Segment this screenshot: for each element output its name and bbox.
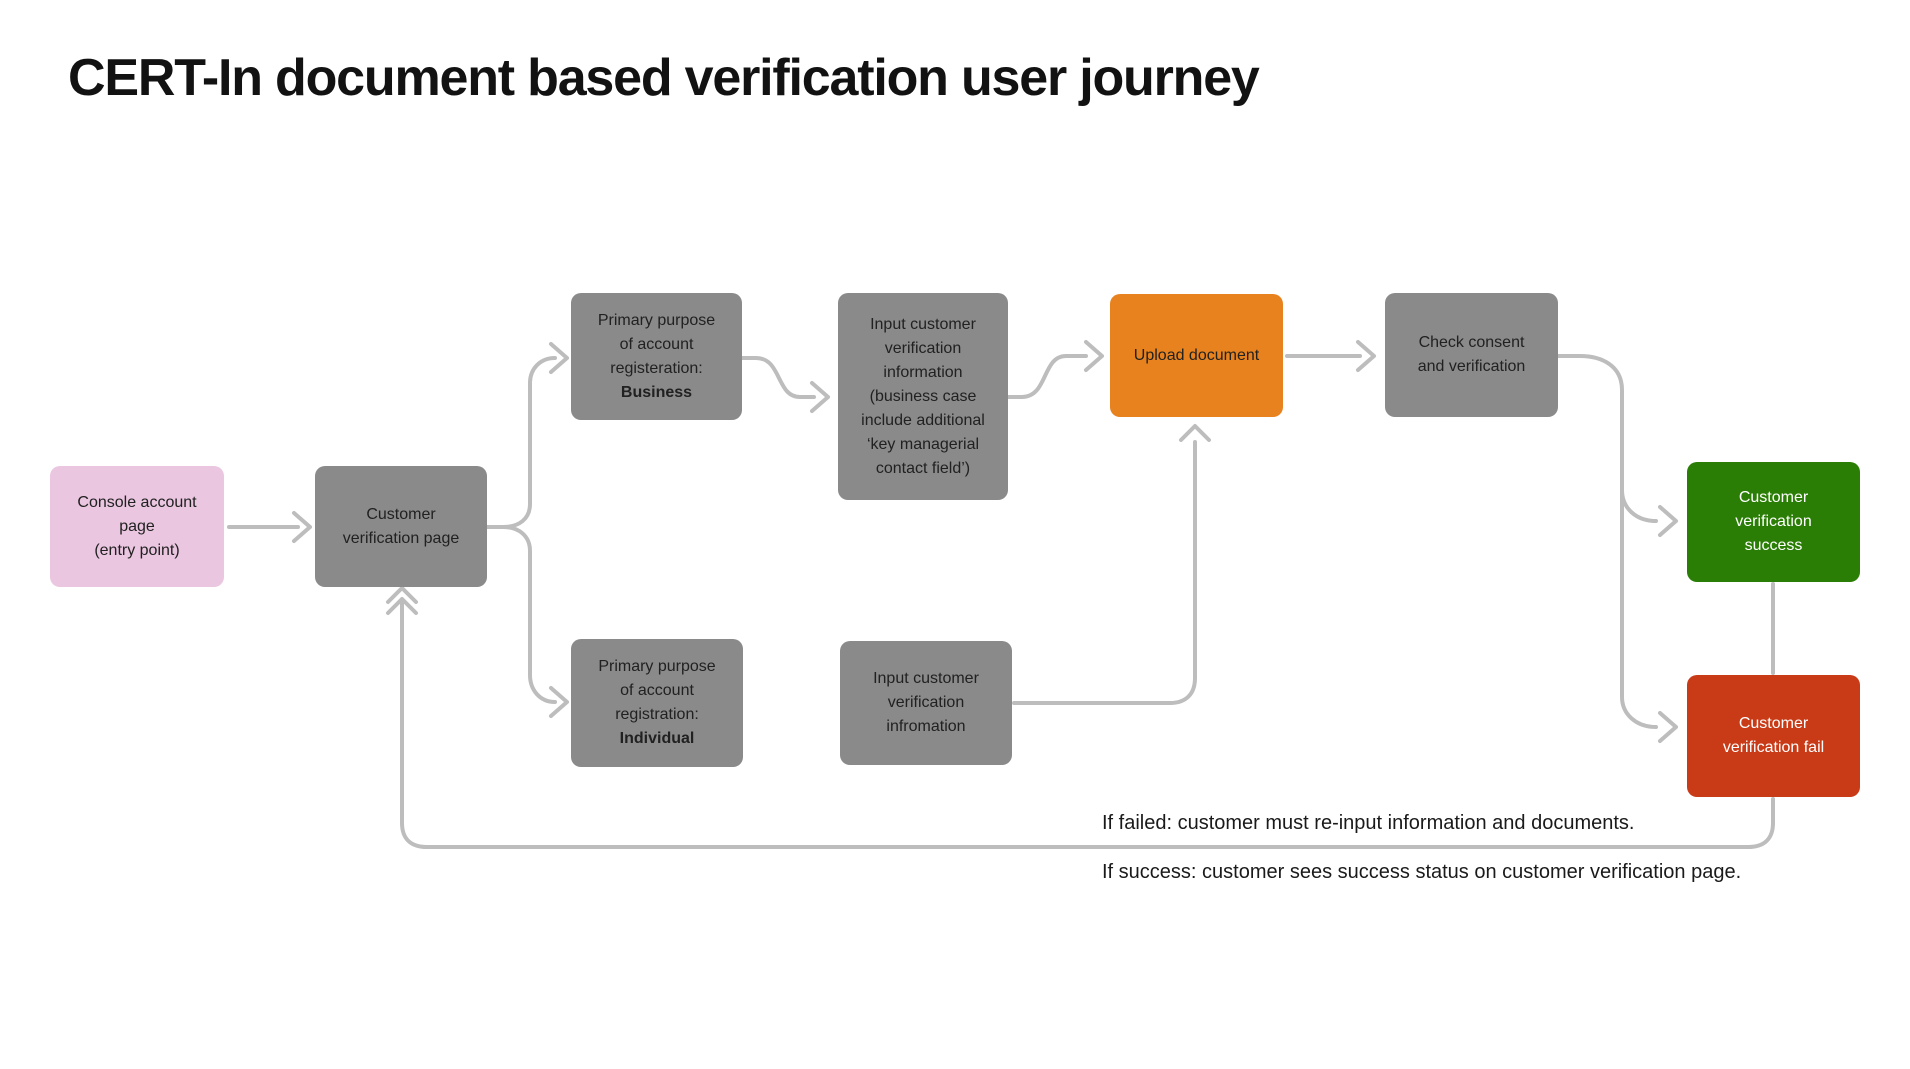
arrow-console-to-verification-page xyxy=(227,511,312,543)
node-customer-verification-page-label: Customer verification page xyxy=(342,505,460,547)
node-purpose-individual: Primary purpose of account registration:… xyxy=(571,639,743,767)
arrow-business-to-input-info xyxy=(740,356,830,413)
node-purpose-individual-label: Primary purpose of account registration:… xyxy=(598,655,715,751)
arrow-feedback-loop xyxy=(386,586,1775,849)
node-console-account-page: Console account page (entry point) xyxy=(50,466,224,587)
node-purpose-individual-bold: Individual xyxy=(619,730,695,747)
note-if-success: If success: customer sees success status… xyxy=(1102,861,1742,883)
node-customer-verification-page: Customer verification page xyxy=(315,466,487,587)
arrow-verification-page-to-business xyxy=(485,342,569,529)
node-input-individual-info: Input customer verification infromation xyxy=(840,641,1012,765)
node-verification-fail: Customer verification fail xyxy=(1687,675,1860,797)
arrow-input-individual-to-upload xyxy=(1012,424,1211,705)
page-title: CERT-In document based verification user… xyxy=(68,49,1260,107)
arrow-upload-to-check-consent xyxy=(1285,340,1376,372)
arrow-verification-page-to-individual xyxy=(501,525,569,718)
node-verification-fail-label: Customer verification fail xyxy=(1722,715,1825,756)
node-upload-document: Upload document xyxy=(1110,294,1283,417)
arrow-branch-to-success xyxy=(1620,488,1678,537)
node-purpose-business: Primary purpose of account registeration… xyxy=(571,293,742,420)
node-purpose-business-bold: Business xyxy=(620,383,693,401)
node-verification-success-label: Customer verification success xyxy=(1735,489,1812,554)
node-input-business-info: Input customer verification information … xyxy=(838,293,1008,500)
node-console-account-page-label: Console account page (entry point) xyxy=(77,493,197,559)
node-input-business-info-label: Input customer verification information … xyxy=(861,315,985,477)
arrow-input-info-to-upload xyxy=(1006,340,1104,399)
arrow-check-consent-to-fail xyxy=(1556,354,1678,743)
node-verification-success: Customer verification success xyxy=(1687,462,1860,582)
note-if-failed: If failed: customer must re-input inform… xyxy=(1102,812,1635,834)
node-purpose-business-label: Primary purpose of account registeration… xyxy=(598,309,715,405)
node-upload-document-label: Upload document xyxy=(1133,346,1260,364)
node-check-consent-label: Check consent and verification xyxy=(1417,334,1526,375)
node-check-consent: Check consent and verification xyxy=(1385,293,1558,417)
node-input-individual-info-label: Input customer verification infromation xyxy=(873,670,979,735)
